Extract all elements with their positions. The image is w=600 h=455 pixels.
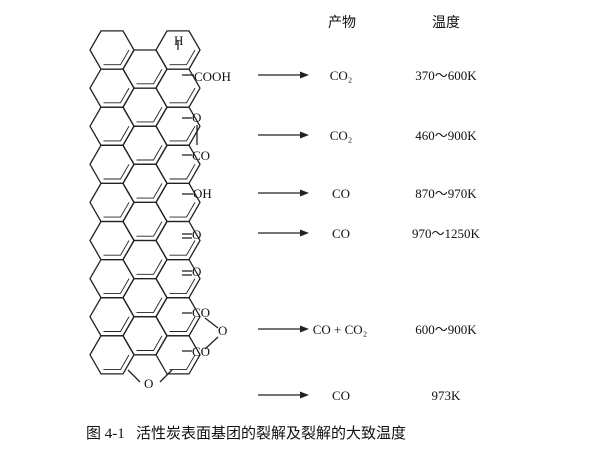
hexagon-ring bbox=[89, 258, 135, 299]
arrow-head bbox=[300, 71, 309, 79]
double-bond-line bbox=[169, 125, 196, 142]
temperature-label: 870～970K bbox=[415, 186, 477, 201]
hexagon-ring bbox=[89, 68, 135, 108]
ether-oxygen-label: O bbox=[144, 376, 153, 391]
product-label: CO + CO₂ bbox=[313, 322, 367, 337]
group-bonds bbox=[127, 40, 219, 383]
double-bond-line bbox=[136, 106, 163, 123]
double-bond-line bbox=[103, 240, 130, 256]
double-bond-line bbox=[103, 164, 130, 180]
product-label: CO bbox=[332, 226, 350, 241]
double-bond-line bbox=[136, 297, 163, 313]
anhydride-carbonyl-top-label: CO bbox=[192, 305, 210, 320]
double-bond-line bbox=[169, 202, 196, 218]
hexagon-ring bbox=[122, 277, 168, 318]
hexagon-ring bbox=[122, 49, 168, 89]
double-bond-line bbox=[169, 240, 196, 256]
arrow-head bbox=[300, 229, 309, 237]
quinone-oxygen-label-2: O bbox=[192, 264, 201, 279]
hexagon-ring bbox=[122, 201, 168, 242]
hexagon-ring bbox=[89, 106, 135, 146]
temperature-label: 970～1250K bbox=[412, 226, 481, 241]
anhydride-carbonyl-bottom-label: CO bbox=[192, 344, 210, 359]
double-bond-line bbox=[103, 316, 130, 332]
bond-line bbox=[127, 369, 141, 383]
hydroxyl-group-label: OH bbox=[193, 186, 212, 201]
quinone-oxygen-label-1: O bbox=[192, 227, 201, 242]
double-bond-line bbox=[169, 316, 196, 332]
temperature-label: 973K bbox=[432, 388, 462, 403]
temperature-label: 460～900K bbox=[415, 128, 477, 143]
graphite-lattice bbox=[89, 30, 201, 375]
hexagon-ring bbox=[155, 335, 201, 375]
hexagon-ring bbox=[89, 335, 135, 375]
lactone-oxygen-label: O bbox=[192, 110, 201, 125]
double-bond-line bbox=[169, 49, 196, 66]
temperature-header: 温度 bbox=[432, 15, 460, 31]
hexagon-ring bbox=[122, 316, 168, 356]
double-bond-line bbox=[169, 354, 196, 371]
double-bond-line bbox=[136, 68, 163, 85]
figure-caption: 图 4-1 活性炭表面基团的裂解及裂解的大致温度 bbox=[86, 425, 406, 442]
double-bond-line bbox=[136, 183, 163, 199]
bond-line bbox=[159, 369, 173, 383]
hexagon-ring bbox=[89, 144, 135, 185]
double-bond-line bbox=[103, 87, 130, 104]
double-bond-line bbox=[169, 278, 196, 294]
bond-line bbox=[204, 336, 219, 350]
double-bond-line bbox=[136, 221, 163, 237]
anhydride-oxygen-label: O bbox=[218, 323, 227, 338]
hexagon-ring bbox=[89, 182, 135, 223]
double-bond-line bbox=[103, 49, 130, 66]
arrow-head bbox=[300, 391, 309, 399]
arrow-head bbox=[300, 131, 309, 139]
double-bond-line bbox=[103, 354, 130, 371]
temperature-label: 370～600K bbox=[415, 68, 477, 83]
hexagon-ring bbox=[89, 30, 135, 70]
decomposition-arrows bbox=[258, 71, 309, 399]
bond-line bbox=[204, 317, 219, 329]
double-bond-line bbox=[136, 145, 163, 161]
hexagon-ring bbox=[89, 297, 135, 337]
double-bond-line bbox=[169, 87, 196, 104]
temperature-label: 600～900K bbox=[415, 322, 477, 337]
product-label: CO₂ bbox=[330, 68, 353, 83]
double-bond-line bbox=[103, 278, 130, 294]
hexagon-ring bbox=[122, 87, 168, 127]
carboxyl-group-label: COOH bbox=[194, 69, 231, 84]
arrow-head bbox=[300, 325, 309, 333]
hexagon-ring bbox=[122, 125, 168, 165]
double-bond-line bbox=[103, 125, 130, 142]
product-label: CO bbox=[332, 186, 350, 201]
double-bond-line bbox=[136, 335, 163, 351]
double-bond-line bbox=[103, 202, 130, 218]
double-bond-line bbox=[169, 164, 196, 180]
arrow-head bbox=[300, 189, 309, 197]
hydrogen-atom-label: H bbox=[174, 33, 183, 48]
product-label: CO₂ bbox=[330, 128, 353, 143]
product-header: 产物 bbox=[328, 15, 356, 31]
product-label: CO bbox=[332, 388, 350, 403]
hexagon-ring bbox=[122, 239, 168, 280]
hexagon-ring bbox=[89, 220, 135, 261]
double-bond-line bbox=[136, 259, 163, 275]
lactone-carbonyl-label: CO bbox=[192, 148, 210, 163]
hexagon-ring bbox=[122, 163, 168, 204]
